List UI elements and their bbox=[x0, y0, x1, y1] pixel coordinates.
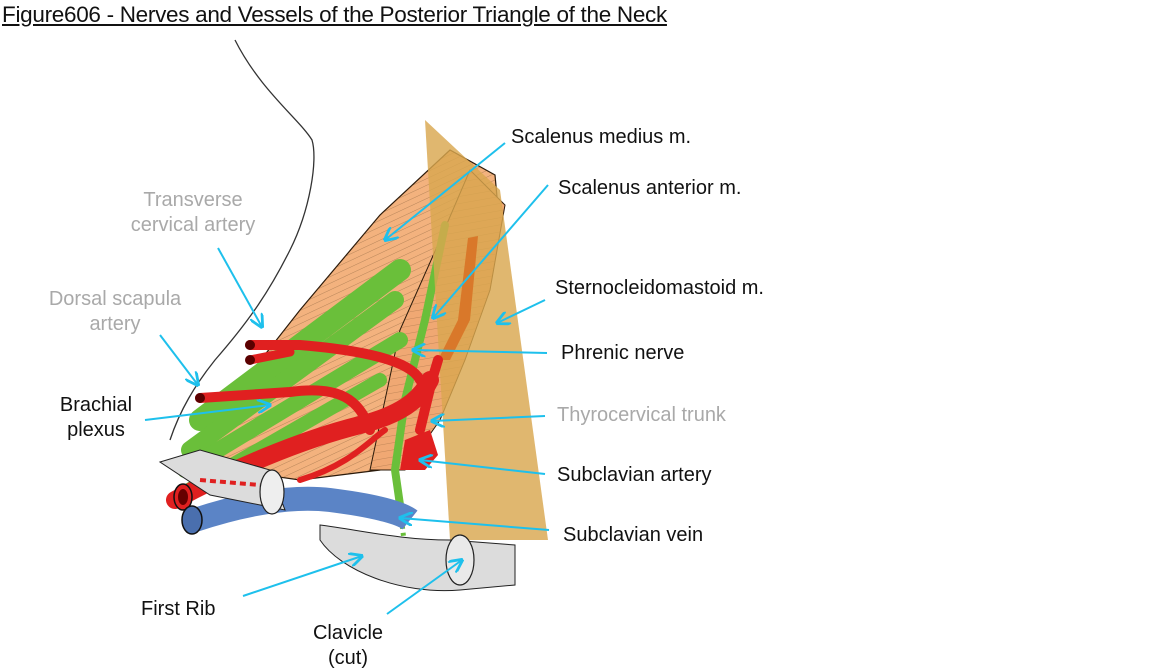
label-thyrocervical-trunk: Thyrocervical trunk bbox=[557, 404, 726, 426]
label-first-rib: First Rib bbox=[141, 598, 216, 620]
label-line: Dorsal scapula bbox=[48, 288, 182, 310]
label-line: Clavicle bbox=[312, 622, 384, 644]
label-brachial-plexus: Brachial plexus bbox=[48, 393, 144, 443]
label-line: Transverse bbox=[143, 189, 243, 211]
label-line: Brachial bbox=[59, 394, 133, 416]
label-subclavian-artery: Subclavian artery bbox=[557, 464, 712, 486]
label-phrenic-nerve: Phrenic nerve bbox=[561, 342, 685, 364]
sternocleidomastoid-muscle bbox=[425, 120, 548, 540]
subclavian-vein bbox=[191, 486, 418, 532]
label-scalenus-anterior: Scalenus anterior m. bbox=[558, 177, 742, 199]
label-sternocleidomastoid: Sternocleidomastoid m. bbox=[555, 277, 764, 299]
label-clavicle: Clavicle (cut) bbox=[300, 621, 396, 671]
label-line: plexus bbox=[67, 419, 125, 441]
label-line: cervical artery bbox=[130, 214, 256, 236]
label-line: artery bbox=[89, 313, 141, 335]
pointer-lines bbox=[144, 142, 550, 615]
label-transverse-cervical-artery: Transverse cervical artery bbox=[123, 188, 263, 238]
figure-title: Figure606 - Nerves and Vessels of the Po… bbox=[2, 2, 667, 27]
label-scalenus-medius: Scalenus medius m. bbox=[511, 126, 692, 148]
body-outline bbox=[169, 39, 315, 441]
label-line: (cut) bbox=[328, 647, 368, 669]
label-dorsal-scapula-artery: Dorsal scapula artery bbox=[40, 287, 190, 337]
label-subclavian-vein: Subclavian vein bbox=[563, 524, 704, 546]
